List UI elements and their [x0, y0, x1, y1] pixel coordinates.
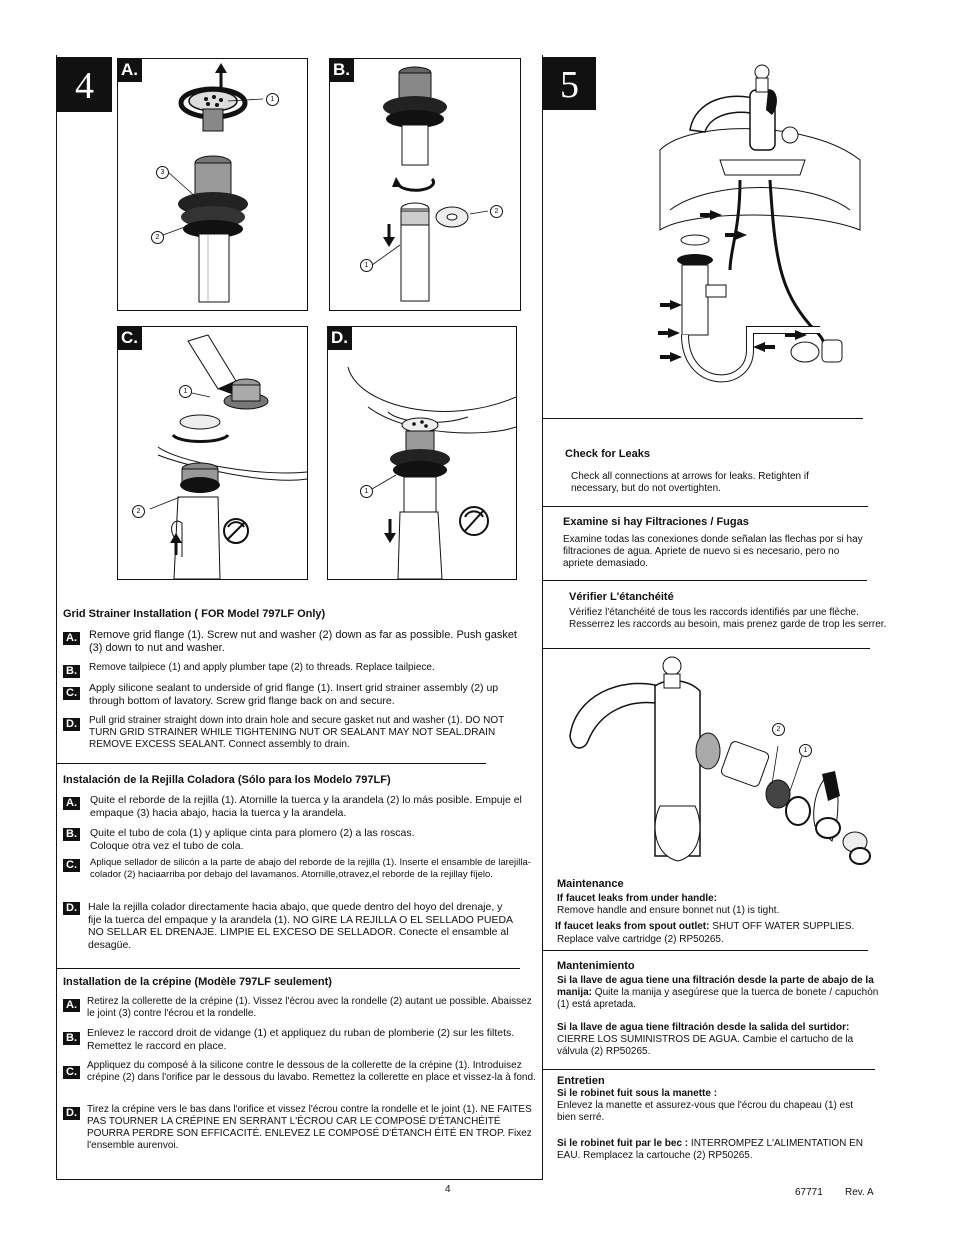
badge-b: B. [63, 828, 80, 841]
divider [542, 950, 868, 951]
badge-d: D. [63, 1107, 80, 1120]
english-step-d: Pull grid strainer straight down into dr… [89, 715, 505, 750]
spanish-step-d: Hale la rejilla colador directamente hac… [88, 901, 513, 951]
maintenance-a1: Remove handle and ensure bonnet nut (1) … [557, 905, 780, 916]
entretien-a2: INTERROMPEZ L'ALIMENTATION EN EAU. Rempl… [557, 1138, 864, 1161]
mantenimiento-q2: Si la llave de agua tiene filtración des… [557, 1022, 850, 1033]
maintenance-q2-line: If faucet leaks from spout outlet: SHUT … [555, 921, 885, 933]
badge-b: B. [63, 1032, 80, 1045]
left-border [56, 55, 57, 1180]
check-leaks-text: Check all connections at arrows for leak… [571, 471, 809, 494]
step-5-number: 5 [543, 57, 596, 110]
spanish-step-c: Aplique sellador de silicón a la parte d… [90, 857, 531, 880]
french-step-d: Tirez la crépine vers le bas dans l'orif… [87, 1104, 532, 1151]
step-5-illustration [658, 64, 861, 383]
divider [542, 1069, 875, 1070]
panel-d-illustration [347, 366, 516, 579]
callout-2: 2 [490, 205, 503, 218]
panel-b-label: B. [330, 59, 354, 82]
french-step-c: Appliquez du composé à la silicone contr… [87, 1060, 536, 1083]
spanish-step-b: Quite el tubo de cola (1) y aplique cint… [90, 827, 415, 852]
badge-a: A. [63, 797, 80, 810]
french-step-a: Retirez la collerette de la crépine (1).… [87, 996, 532, 1019]
maintenance-q2: If faucet leaks from spout outlet: [555, 921, 710, 932]
badge-d: D. [63, 902, 80, 915]
maintenance-title: Maintenance [557, 878, 624, 890]
divider [56, 968, 520, 969]
doc-number: 67771 [795, 1187, 823, 1198]
panel-d: D. 1 [327, 326, 517, 580]
entretien-q2: Si le robinet fuit par le bec : [557, 1138, 689, 1149]
callout-1: 1 [266, 93, 279, 106]
grid-strainer-title: Grid Strainer Installation ( FOR Model 7… [63, 608, 326, 620]
badge-d: D. [63, 718, 80, 731]
callout-1: 1 [360, 485, 373, 498]
entretien-title: Entretien [557, 1075, 605, 1087]
english-step-b: Remove tailpiece (1) and apply plumber t… [89, 662, 435, 673]
entretien-q1: Si le robinet fuit sous la manette : [557, 1088, 718, 1099]
panel-a: A. 1 3 2 [117, 58, 308, 311]
entretien-block2: Si le robinet fuit par le bec : INTERROM… [557, 1138, 877, 1162]
callout-1: 1 [179, 385, 192, 398]
mantenimiento-block1: Si la llave de agua tiene una filtración… [557, 975, 889, 1011]
badge-c: C. [63, 859, 80, 872]
badge-a: A. [63, 999, 80, 1012]
etancheite-text: Vérifiez l'étanchéité de tous les raccor… [569, 607, 887, 630]
bottom-border [56, 1179, 543, 1180]
badge-c: C. [63, 687, 80, 700]
callout-2: 2 [772, 723, 785, 736]
maintenance-a2b: Replace valve cartridge (2) RP50265. [557, 934, 724, 945]
panel-c-label: C. [118, 327, 142, 350]
callout-1: 1 [360, 259, 373, 272]
english-step-a: Remove grid flange (1). Screw nut and wa… [89, 629, 517, 654]
panel-d-label: D. [328, 327, 352, 350]
panel-b-illustration [371, 66, 489, 302]
callout-2: 2 [132, 505, 145, 518]
callout-3: 3 [156, 166, 169, 179]
page-number: 4 [445, 1184, 451, 1195]
panel-a-illustration [162, 63, 264, 303]
check-leaks-title: Check for Leaks [565, 448, 650, 460]
center-divider [542, 55, 543, 1180]
revision: Rev. A [845, 1187, 874, 1198]
maintenance-a2: SHUT OFF WATER SUPPLIES. [709, 921, 855, 932]
panel-a-label: A. [118, 59, 142, 82]
filtraciones-text: Examine todas las conexiones donde señal… [563, 534, 863, 569]
badge-b: B. [63, 665, 80, 678]
panel-b: B. 2 1 [329, 58, 521, 311]
mantenimiento-a2: CIERRE LOS SUMINISTROS DE AGUA. Cambie e… [557, 1034, 854, 1057]
callout-1: 1 [799, 744, 812, 757]
spanish-title: Instalación de la Rejilla Coladora (Sólo… [63, 774, 391, 786]
etancheite-title: Vérifier L'étanchéité [569, 591, 674, 603]
english-step-c: Apply silicone sealant to underside of g… [89, 682, 499, 707]
panel-c: C. 1 2 [117, 326, 308, 580]
filtraciones-title: Examine si hay Filtraciones / Fugas [563, 516, 749, 528]
mantenimiento-a1: Quite la manija y asegúrese que la tuerc… [557, 987, 879, 1010]
badge-c: C. [63, 1066, 80, 1079]
maintenance-illustration [569, 656, 871, 865]
panel-c-illustration [149, 334, 307, 579]
mantenimiento-q1: Si la llave de agua tiene una filtración… [557, 975, 874, 998]
divider [56, 763, 486, 764]
step-4-number: 4 [57, 57, 112, 112]
divider [542, 418, 863, 419]
mantenimiento-block2: Si la llave de agua tiene filtración des… [557, 1022, 887, 1058]
french-title: Installation de la crépine (Modèle 797LF… [63, 976, 332, 988]
divider [542, 648, 870, 649]
spanish-step-a: Quite el reborde de la rejilla (1). Ator… [90, 794, 522, 819]
maintenance-q1: If faucet leaks from under handle: [557, 893, 718, 904]
mantenimiento-title: Mantenimiento [557, 960, 635, 972]
divider [542, 506, 868, 507]
callout-2: 2 [151, 231, 164, 244]
divider [542, 580, 867, 581]
french-step-b: Enlevez le raccord droit de vidange (1) … [87, 1027, 515, 1052]
badge-a: A. [63, 632, 80, 645]
entretien-a1: Enlevez la manette et assurez-vous que l… [557, 1100, 853, 1123]
